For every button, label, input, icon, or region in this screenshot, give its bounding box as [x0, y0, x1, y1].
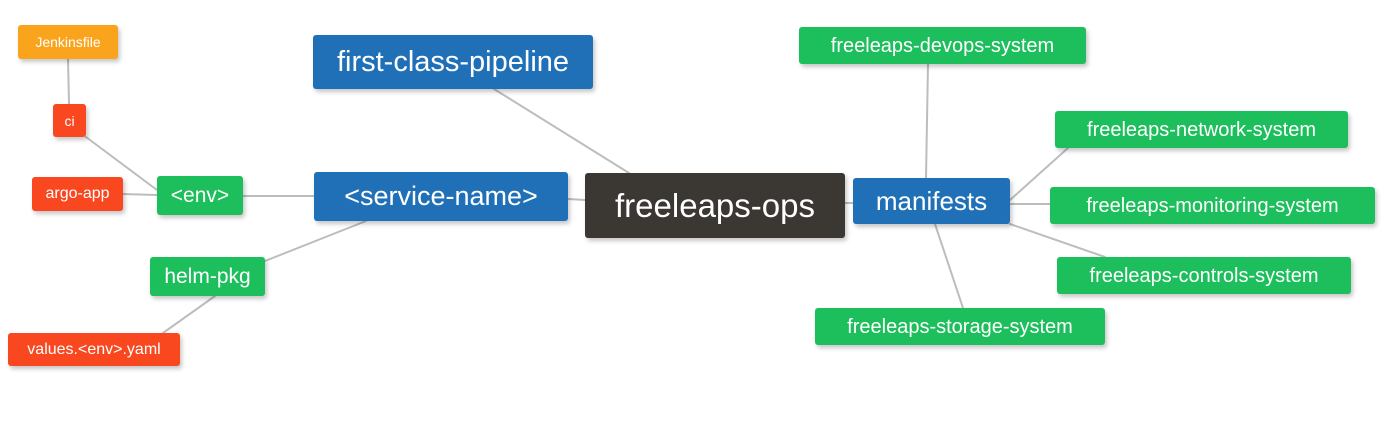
- edge-values-yaml-to-helm-pkg: [162, 295, 216, 334]
- node-helm-pkg[interactable]: helm-pkg: [150, 257, 265, 296]
- edge-service-name-to-freeleaps-ops: [567, 198, 586, 201]
- edge-argo-app-to-env: [122, 193, 158, 196]
- node-devops-system[interactable]: freeleaps-devops-system: [799, 27, 1086, 64]
- node-first-class-pipeline[interactable]: first-class-pipeline: [313, 35, 593, 89]
- edge-jenkinsfile-to-ci: [67, 58, 70, 105]
- node-controls-system[interactable]: freeleaps-controls-system: [1057, 257, 1351, 294]
- node-jenkinsfile[interactable]: Jenkinsfile: [18, 25, 118, 59]
- node-env[interactable]: <env>: [157, 176, 243, 215]
- node-manifests[interactable]: manifests: [853, 178, 1010, 224]
- node-monitoring-system[interactable]: freeleaps-monitoring-system: [1050, 187, 1375, 224]
- node-ci[interactable]: ci: [53, 104, 86, 137]
- edge-helm-pkg-to-service-name: [264, 220, 367, 262]
- node-network-system[interactable]: freeleaps-network-system: [1055, 111, 1348, 148]
- edge-first-class-pipeline-to-freeleaps-ops: [493, 88, 630, 174]
- edge-devops-system-to-manifests: [925, 63, 929, 179]
- edge-controls-system-to-manifests: [1009, 223, 1106, 258]
- node-argo-app[interactable]: argo-app: [32, 177, 123, 211]
- node-values-yaml[interactable]: values.<env>.yaml: [8, 333, 180, 366]
- node-storage-system[interactable]: freeleaps-storage-system: [815, 308, 1105, 345]
- edge-storage-system-to-manifests: [934, 223, 964, 309]
- node-service-name[interactable]: <service-name>: [314, 172, 568, 221]
- node-freeleaps-ops[interactable]: freeleaps-ops: [585, 173, 845, 238]
